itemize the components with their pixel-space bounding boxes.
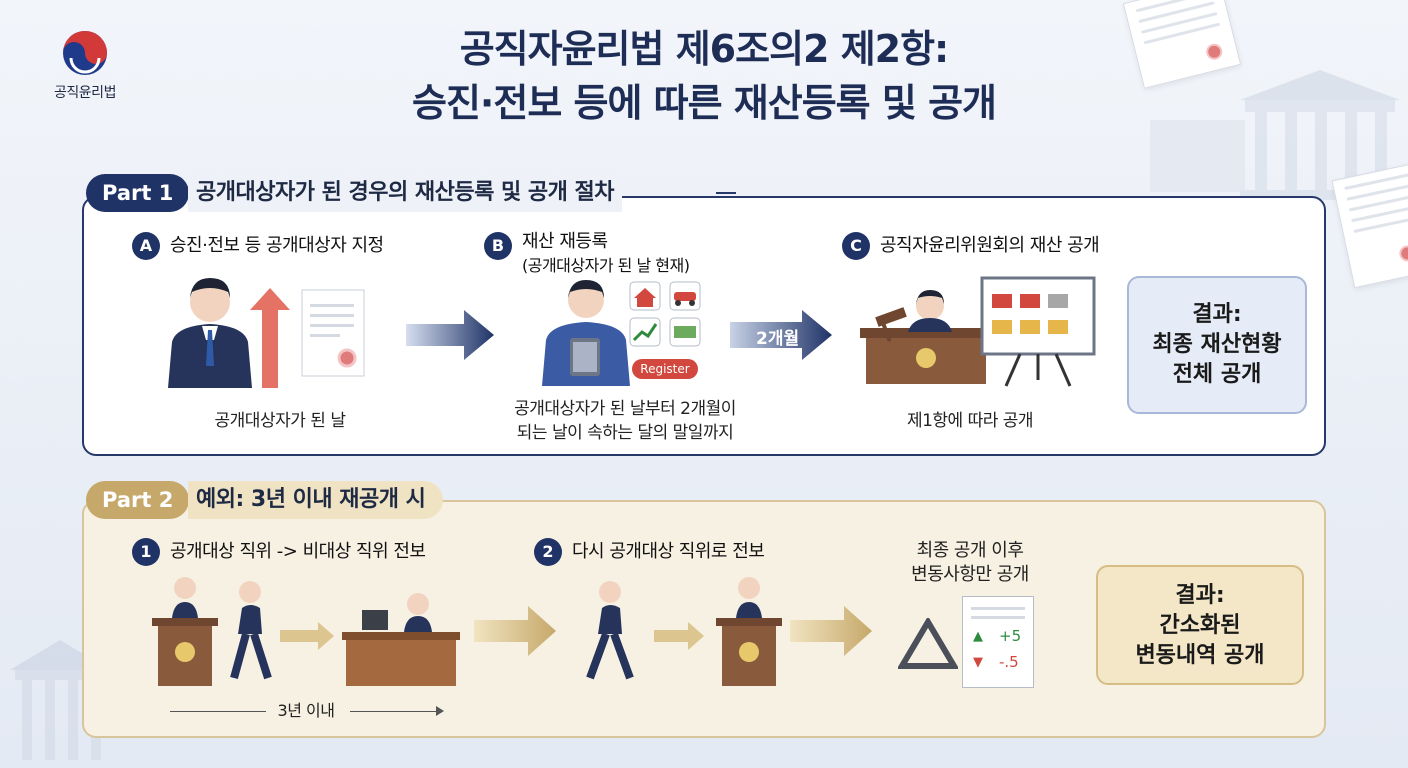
ethics-committee-disclosure-illustration bbox=[860, 276, 1096, 387]
official-promotion-illustration bbox=[168, 278, 365, 388]
step-c-badge: C bbox=[842, 232, 870, 260]
step-a-caption: 공개대상자가 된 날 bbox=[214, 411, 346, 431]
part2-panel bbox=[82, 500, 1326, 738]
part1-result-line1: 결과: bbox=[1192, 302, 1242, 327]
step-a-badge: A bbox=[132, 232, 160, 260]
span-line-right bbox=[350, 711, 438, 712]
step-c-caption: 제1항에 따라 공개 bbox=[906, 411, 1034, 431]
step-b-label: 재산 재등록 bbox=[522, 231, 608, 252]
part1-result-line2: 최종 재산현황 bbox=[1152, 332, 1282, 357]
up-triangle-icon: ▲ bbox=[973, 629, 983, 644]
part2-title: 예외: 3년 이내 재공개 시 bbox=[188, 481, 444, 519]
step-2-label: 다시 공개대상 직위로 전보 bbox=[572, 541, 765, 562]
arrow-b-to-c bbox=[730, 310, 832, 360]
logo-label: 공직윤리법 bbox=[54, 85, 116, 101]
registrant-with-tablet-illustration bbox=[542, 280, 701, 386]
part2-pill: Part 2 bbox=[86, 481, 190, 519]
arrow-duration-label: 2개월 bbox=[756, 329, 800, 349]
span-label: 3년 이내 bbox=[277, 701, 335, 720]
part2-result-line3: 변동내역 공개 bbox=[1135, 643, 1265, 668]
part1-title-rule bbox=[716, 192, 736, 194]
down-triangle-icon: ▼ bbox=[973, 655, 983, 670]
final-caption-line1: 최종 공개 이후 bbox=[916, 540, 1024, 561]
logo: 공직윤리법 bbox=[40, 28, 130, 102]
step-b-caption-line2: 되는 날이 속하는 달의 말일까지 bbox=[516, 423, 734, 443]
arrow-step2-to-final bbox=[790, 606, 872, 656]
part1-result-box: 결과: 최종 재산현황 전체 공개 bbox=[1127, 276, 1307, 414]
arrow-step1-to-step2 bbox=[474, 606, 556, 656]
page-title-line1: 공직자윤리법 제6조의2 제2항: bbox=[459, 27, 950, 71]
step-b-sublabel: (공개대상자가 된 날 현재) bbox=[522, 256, 690, 275]
page-title-line2: 승진·전보 등에 따른 재산등록 및 공개 bbox=[412, 81, 997, 125]
return-to-target-position-illustration bbox=[586, 577, 782, 686]
building-illustration-right bbox=[1150, 60, 1408, 200]
step-2-badge: 2 bbox=[534, 538, 562, 566]
document-decoration-right bbox=[1331, 161, 1408, 289]
step-1-badge: 1 bbox=[132, 538, 160, 566]
part1-panel bbox=[82, 196, 1326, 456]
register-badge: Register bbox=[632, 359, 698, 379]
change-report-document: ▲ +5 ▼ -.5 bbox=[962, 596, 1034, 688]
final-caption-line2: 변동사항만 공개 bbox=[911, 564, 1029, 585]
arrow-a-to-b bbox=[406, 310, 494, 360]
part1-result-line3: 전체 공개 bbox=[1172, 362, 1262, 387]
step-b-badge: B bbox=[484, 232, 512, 260]
delta-triangle-icon bbox=[898, 618, 958, 669]
delta-up-value: +5 bbox=[999, 627, 1022, 645]
step-1-label: 공개대상 직위 -> 비대상 직위 전보 bbox=[170, 541, 426, 562]
delta-down-value: -.5 bbox=[999, 653, 1019, 671]
span-line-left bbox=[170, 711, 266, 712]
step-b-caption-line1: 공개대상자가 된 날부터 2개월이 bbox=[514, 399, 736, 419]
step-a-label: 승진·전보 등 공개대상자 지정 bbox=[170, 235, 384, 256]
part1-pill: Part 1 bbox=[86, 174, 190, 212]
part2-result-line2: 간소화된 bbox=[1159, 613, 1241, 638]
part2-result-line1: 결과: bbox=[1175, 583, 1225, 608]
taegeuk-icon bbox=[63, 31, 107, 75]
transfer-to-non-target-position-illustration bbox=[152, 577, 460, 686]
step-c-label: 공직자윤리위원회의 재산 공개 bbox=[880, 235, 1100, 256]
part2-result-box: 결과: 간소화된 변동내역 공개 bbox=[1096, 565, 1304, 685]
part1-title: 공개대상자가 된 경우의 재산등록 및 공개 절차 bbox=[188, 174, 623, 212]
span-arrowhead bbox=[436, 706, 444, 716]
